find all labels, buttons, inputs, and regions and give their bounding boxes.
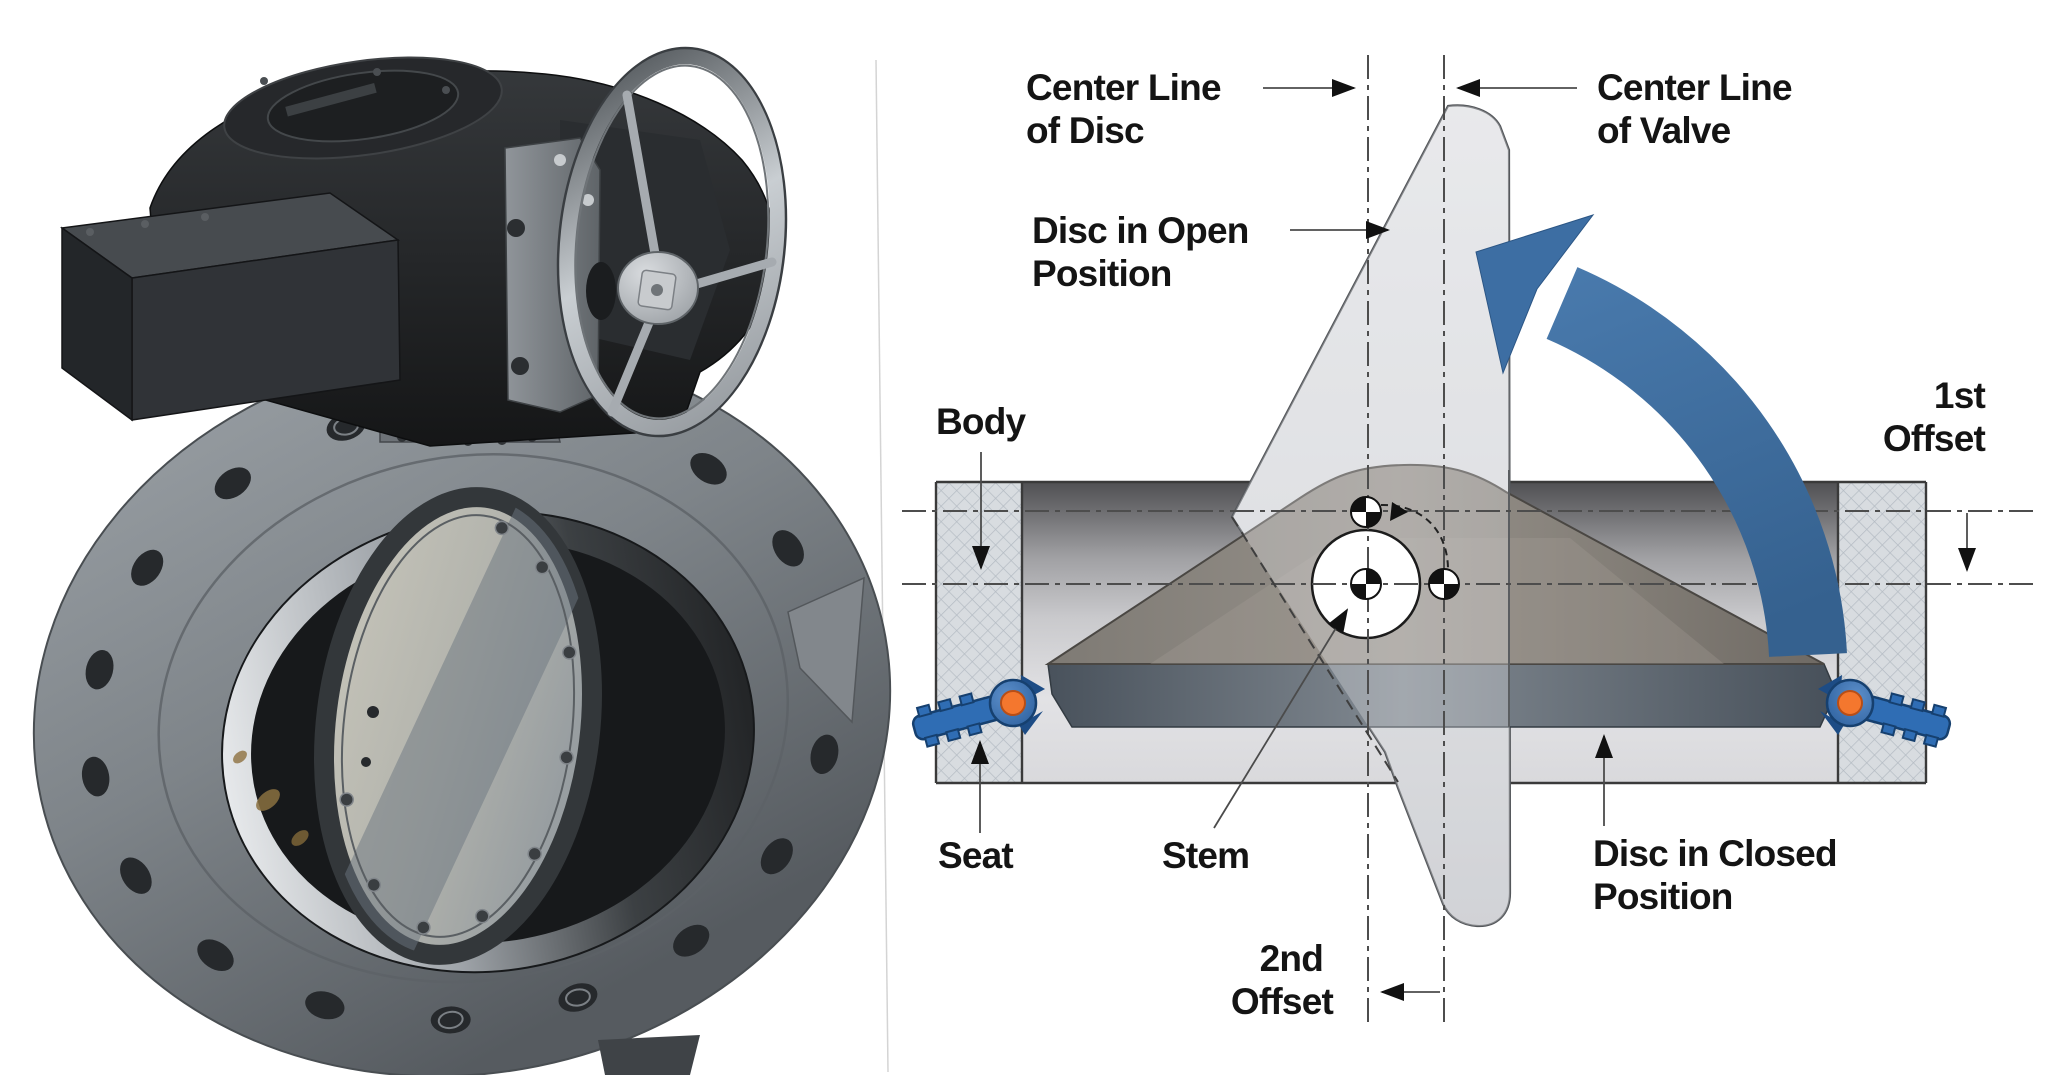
label-second-offset: 2nd	[1260, 938, 1323, 979]
label-center-line-of-disc: Center Line	[1026, 67, 1221, 108]
cover-handle	[285, 83, 377, 117]
photo-edge-line	[875, 59, 889, 1073]
gearbox-cover-inner	[266, 69, 460, 143]
label-disc-closed: Disc in Closed	[1593, 833, 1837, 874]
hidden-edge-dashed	[1231, 516, 1399, 783]
flange-bottom-shadow	[598, 1035, 700, 1075]
seat-pin-left	[1000, 690, 1026, 716]
hub-shaft-end	[651, 284, 663, 296]
wheel-collar	[586, 262, 616, 320]
offset-rotation-arc	[1380, 503, 1449, 569]
label-first-offset-2: Offset	[1883, 418, 1986, 459]
label-center-line-of-valve: Center Line	[1597, 67, 1792, 108]
label-first-offset: 1st	[1934, 375, 1986, 416]
label-second-offset-2: Offset	[1231, 981, 1334, 1022]
handwheel	[556, 46, 788, 438]
label-seat: Seat	[938, 835, 1013, 876]
center-mark-stem	[1350, 568, 1382, 600]
label-center-line-of-disc-2: of Disc	[1026, 110, 1144, 151]
center-marks	[1350, 496, 1460, 600]
disc-closed-face	[1044, 463, 1825, 665]
disc-face-highlight	[1150, 538, 1724, 664]
disc-hole	[367, 706, 379, 718]
offset-diagram: Center Line of Disc Center Line of Valve…	[902, 55, 2036, 1023]
diagram-labels: Center Line of Disc Center Line of Valve…	[936, 67, 1986, 1022]
disc-closed	[1044, 463, 1837, 728]
rotation-arc-arrowhead	[1390, 502, 1408, 521]
valve-photo	[32, 46, 892, 1075]
seat-clamp	[1019, 711, 1043, 735]
seat-pin-right	[1837, 690, 1863, 716]
leader-stem	[1213, 608, 1349, 829]
label-body: Body	[936, 401, 1027, 442]
seat-left	[911, 675, 1045, 748]
label-disc-closed-2: Position	[1593, 876, 1733, 917]
disc-screws	[339, 520, 577, 935]
disc-hole	[361, 757, 371, 767]
seat-right	[1818, 675, 1952, 748]
label-center-line-of-valve-2: of Valve	[1597, 110, 1731, 151]
rotation-arrowhead	[1475, 214, 1595, 375]
center-mark-valve	[1428, 568, 1460, 600]
flange-gusset	[787, 576, 865, 724]
gearbox-left-box	[60, 192, 401, 422]
gear-operator	[60, 56, 776, 447]
label-stem: Stem	[1162, 835, 1249, 876]
center-lines	[902, 55, 2036, 1023]
label-disc-open-2: Position	[1032, 253, 1172, 294]
center-mark-upper	[1350, 496, 1382, 528]
box-bolts	[86, 213, 209, 236]
valve-disc-photo	[311, 481, 618, 971]
leader-lines	[971, 79, 1976, 1001]
bore-glints	[233, 750, 309, 846]
label-disc-open: Disc in Open	[1032, 210, 1249, 251]
rotation-arrow	[1475, 214, 1847, 658]
